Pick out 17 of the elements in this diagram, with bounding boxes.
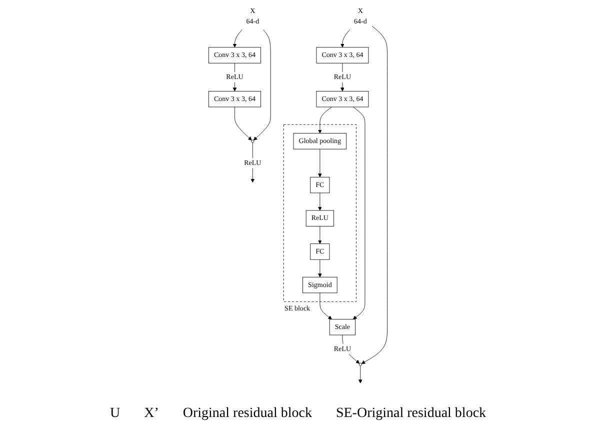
node-box xyxy=(208,90,261,108)
node-box xyxy=(302,276,338,294)
node-box xyxy=(310,244,330,260)
note-text: U xyxy=(110,406,120,422)
node-box xyxy=(310,176,330,194)
note-text: SE-Original residual block xyxy=(336,406,486,422)
node-box xyxy=(293,133,347,150)
node-circle xyxy=(251,140,254,143)
node-box xyxy=(316,47,369,64)
node-box xyxy=(306,210,334,226)
node-box xyxy=(329,319,356,336)
node-box xyxy=(316,90,369,108)
note-text: X’ xyxy=(144,406,159,422)
node-circle xyxy=(358,362,362,366)
node-box xyxy=(208,47,261,64)
note-text: Original residual block xyxy=(182,406,312,422)
cluster xyxy=(283,124,356,302)
